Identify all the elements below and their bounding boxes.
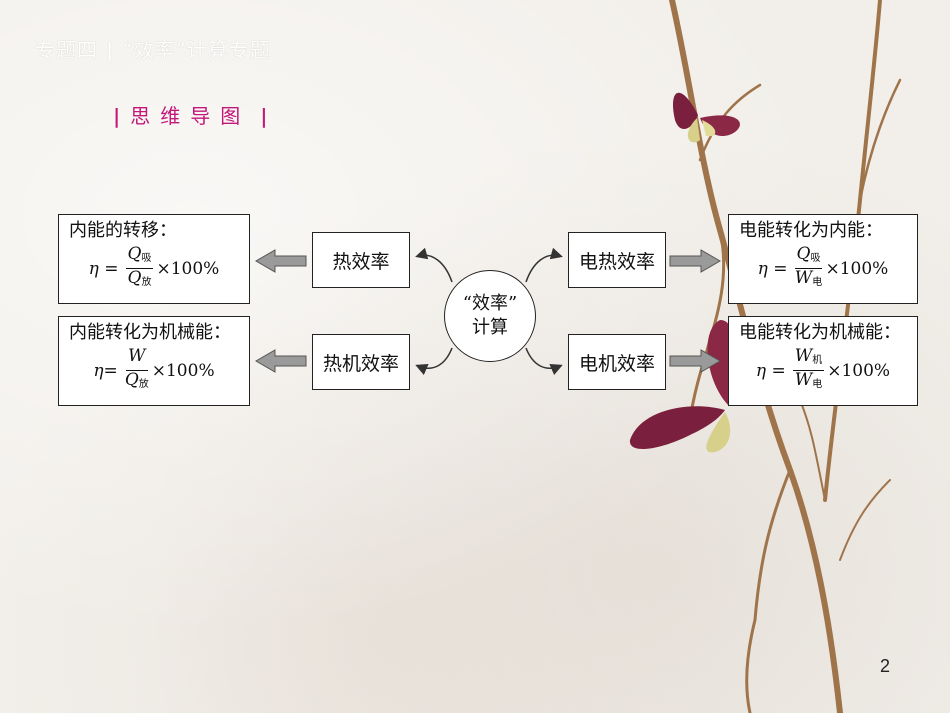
page-number: 2 — [880, 656, 891, 676]
header-title: “效率”计算专题 — [122, 38, 271, 62]
node-heat-engine-efficiency: 热机效率 — [312, 334, 410, 390]
denominator-symbol: W — [794, 370, 813, 390]
denominator-symbol: W — [794, 268, 813, 288]
formula-box-electric-to-internal: 电能转化为内能： η = Q吸 W电 ×100% — [728, 214, 918, 304]
times-percent: ×100% — [151, 360, 215, 381]
numerator-symbol: W — [128, 346, 146, 366]
fraction: W Q放 — [125, 347, 149, 394]
eta-symbol: η = — [757, 258, 788, 279]
numerator-symbol: W — [794, 346, 813, 366]
header-divider: | — [106, 38, 115, 62]
slide-header: 专题四 | “效率”计算专题 — [35, 34, 271, 63]
formula-box-electric-to-mechanical: 电能转化为机械能： η = W机 W电 ×100% — [728, 316, 918, 406]
formula-title: 电能转化为机械能： — [739, 322, 901, 343]
mindmap-title-text: 思维导图 — [130, 104, 251, 128]
formula-box-internal-transfer: 内能的转移： η = Q吸 Q放 ×100% — [58, 214, 250, 304]
header-topic: 专题四 — [35, 38, 98, 62]
node-electric-heat-efficiency: 电热效率 — [568, 232, 666, 288]
node-heat-efficiency: 热效率 — [312, 232, 410, 288]
numerator-subscript: 吸 — [810, 253, 821, 264]
numerator-subscript: 机 — [812, 355, 823, 366]
efficiency-formula: η = Q吸 Q放 ×100% — [69, 245, 239, 292]
denominator-subscript: 放 — [141, 277, 152, 288]
right-arrow-bottom-icon — [669, 349, 721, 373]
center-concept: “效率” 计算 — [444, 270, 536, 362]
heading-left-bar: | — [113, 104, 121, 128]
butterfly-top-icon — [672, 92, 740, 143]
node-label: 电机效率 — [578, 352, 655, 375]
node-label: 电热效率 — [578, 250, 655, 273]
denominator-subscript: 电 — [812, 379, 823, 390]
formula-title: 内能转化为机械能： — [69, 322, 231, 343]
denominator-subscript: 电 — [812, 277, 823, 288]
times-percent: ×100% — [156, 258, 220, 279]
right-arrow-top-icon — [669, 249, 721, 273]
mindmap-heading: | 思维导图 | — [103, 100, 278, 129]
denominator-symbol: Q — [124, 370, 139, 390]
fraction: Q吸 Q放 — [125, 244, 154, 292]
node-motor-efficiency: 电机效率 — [568, 334, 666, 390]
fraction: W机 W电 — [792, 346, 825, 394]
efficiency-formula: η= W Q放 ×100% — [69, 347, 239, 394]
left-arrow-bottom-icon — [255, 349, 307, 373]
denominator-subscript: 放 — [138, 379, 149, 390]
left-arrow-top-icon — [255, 249, 307, 273]
center-line-2: 计算 — [472, 317, 508, 338]
formula-box-internal-to-mechanical: 内能转化为机械能： η= W Q放 ×100% — [58, 316, 250, 406]
times-percent: ×100% — [827, 360, 891, 381]
eta-symbol: η = — [755, 360, 786, 381]
numerator-subscript: 吸 — [141, 253, 152, 264]
numerator-symbol: Q — [796, 244, 811, 264]
formula-title: 内能的转移： — [69, 220, 177, 241]
node-label: 热机效率 — [322, 352, 399, 375]
center-line-1: “效率” — [462, 293, 518, 314]
heading-right-bar: | — [260, 104, 268, 128]
denominator-symbol: Q — [127, 268, 142, 288]
efficiency-formula: η = W机 W电 ×100% — [739, 347, 907, 394]
formula-title: 电能转化为内能： — [739, 220, 883, 241]
eta-symbol: η = — [88, 258, 119, 279]
times-percent: ×100% — [825, 258, 889, 279]
fraction: Q吸 W电 — [794, 244, 823, 292]
efficiency-formula: η = Q吸 W电 ×100% — [739, 245, 907, 292]
numerator-symbol: Q — [127, 244, 142, 264]
node-label: 热效率 — [332, 250, 390, 273]
eta-symbol: η= — [93, 360, 118, 381]
